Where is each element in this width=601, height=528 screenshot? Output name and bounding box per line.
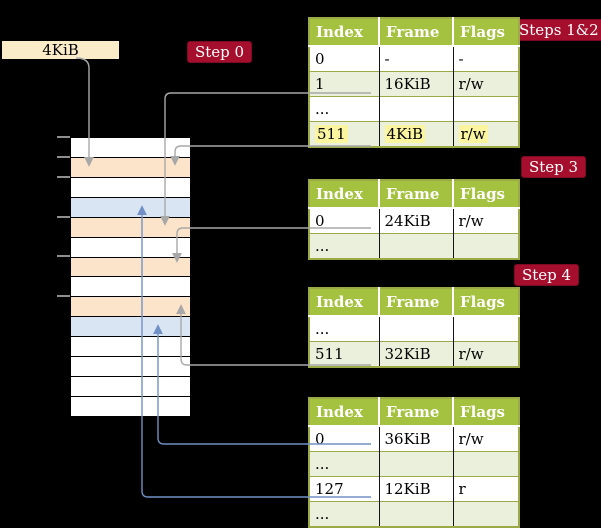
table-row: ... [309,96,519,122]
column-header-flags: Flags [452,288,519,317]
table-row: 0-- [309,45,519,72]
table-cell: r/w [452,341,519,367]
memory-frame-row [71,176,190,197]
table-cell [378,96,453,122]
column-header-frame: Frame [378,398,453,427]
table-row: ... [309,501,519,527]
highlighted-value: 511 [315,125,348,143]
badge-step-0: Step 0 [187,41,253,63]
table-header-row: Index Frame Flags [309,18,519,47]
table-row: ... [309,233,519,259]
table-cell: ... [309,501,379,527]
table-cell: 511 [309,341,379,367]
table-cell: 0 [309,45,379,72]
table-cell: r/w [452,121,519,147]
highlighted-value: 4KiB [384,125,426,143]
table-row: 511 4KiB r/w [309,121,519,147]
table-header-row: Index Frame Flags [309,180,519,209]
memory-frame-row [71,256,190,277]
memory-tick [57,156,70,158]
table-cell: r/w [452,207,519,234]
frame-size-label: 4KiB [42,41,79,59]
column-header-index: Index [309,398,379,427]
memory-frame-row [71,395,190,416]
memory-tick [57,295,70,297]
table-cell: ... [309,96,379,122]
table-cell [452,233,519,259]
frame-size-box: 4KiB [2,41,119,59]
memory-frame-row [71,138,190,157]
table-cell: 4KiB [378,121,453,147]
table-cell: 0 [309,207,379,234]
table-cell: r/w [452,71,519,97]
column-header-frame: Frame [378,180,453,209]
column-header-index: Index [309,180,379,209]
table-cell: ... [309,315,379,342]
table-cell: 16KiB [378,71,453,97]
table-cell: - [452,45,519,72]
memory-tick [57,176,70,178]
table-cell [452,315,519,342]
physical-memory-column [70,137,191,417]
memory-frame-row [71,316,190,337]
memory-frame-row [71,236,190,257]
table-cell: 12KiB [378,476,453,502]
table-row: ... [309,451,519,477]
column-header-index: Index [309,18,379,47]
badge-step-3: Step 3 [521,156,587,178]
table-cell: - [378,45,453,72]
memory-frame-row [71,156,190,177]
table-cell: ... [309,233,379,259]
memory-frame-row [71,296,190,317]
table-row: ... [309,315,519,342]
memory-frame-row [71,216,190,237]
table-cell [452,451,519,477]
memory-frame-row [71,336,190,357]
table-cell: 0 [309,425,379,452]
memory-frame-row [71,356,190,377]
memory-frame-row [71,276,190,297]
memory-tick [57,216,70,218]
memory-frame-row [71,196,190,217]
memory-frame-row [71,376,190,396]
table-header-row: Index Frame Flags [309,288,519,317]
column-header-frame: Frame [378,18,453,47]
memory-tick [57,136,70,138]
highlighted-value: r/w [458,125,488,143]
memory-tick [57,255,70,257]
badge-steps-1-2: Steps 1&2 [511,19,601,41]
column-header-flags: Flags [452,398,519,427]
table-cell: 24KiB [378,207,453,234]
table-cell [378,501,453,527]
table-cell: 127 [309,476,379,502]
table-cell: r [452,476,519,502]
table-cell: 511 [309,121,379,147]
table-cell [452,501,519,527]
table-cell [378,315,453,342]
table-cell: 1 [309,71,379,97]
table-cell: 36KiB [378,425,453,452]
table-cell: 32KiB [378,341,453,367]
column-header-flags: Flags [452,18,519,47]
table-cell [452,96,519,122]
table-header-row: Index Frame Flags [309,398,519,427]
table-cell [378,451,453,477]
column-header-flags: Flags [452,180,519,209]
table-cell [378,233,453,259]
table-cell: r/w [452,425,519,452]
column-header-index: Index [309,288,379,317]
badge-step-4: Step 4 [514,264,580,286]
table-cell: ... [309,451,379,477]
column-header-frame: Frame [378,288,453,317]
